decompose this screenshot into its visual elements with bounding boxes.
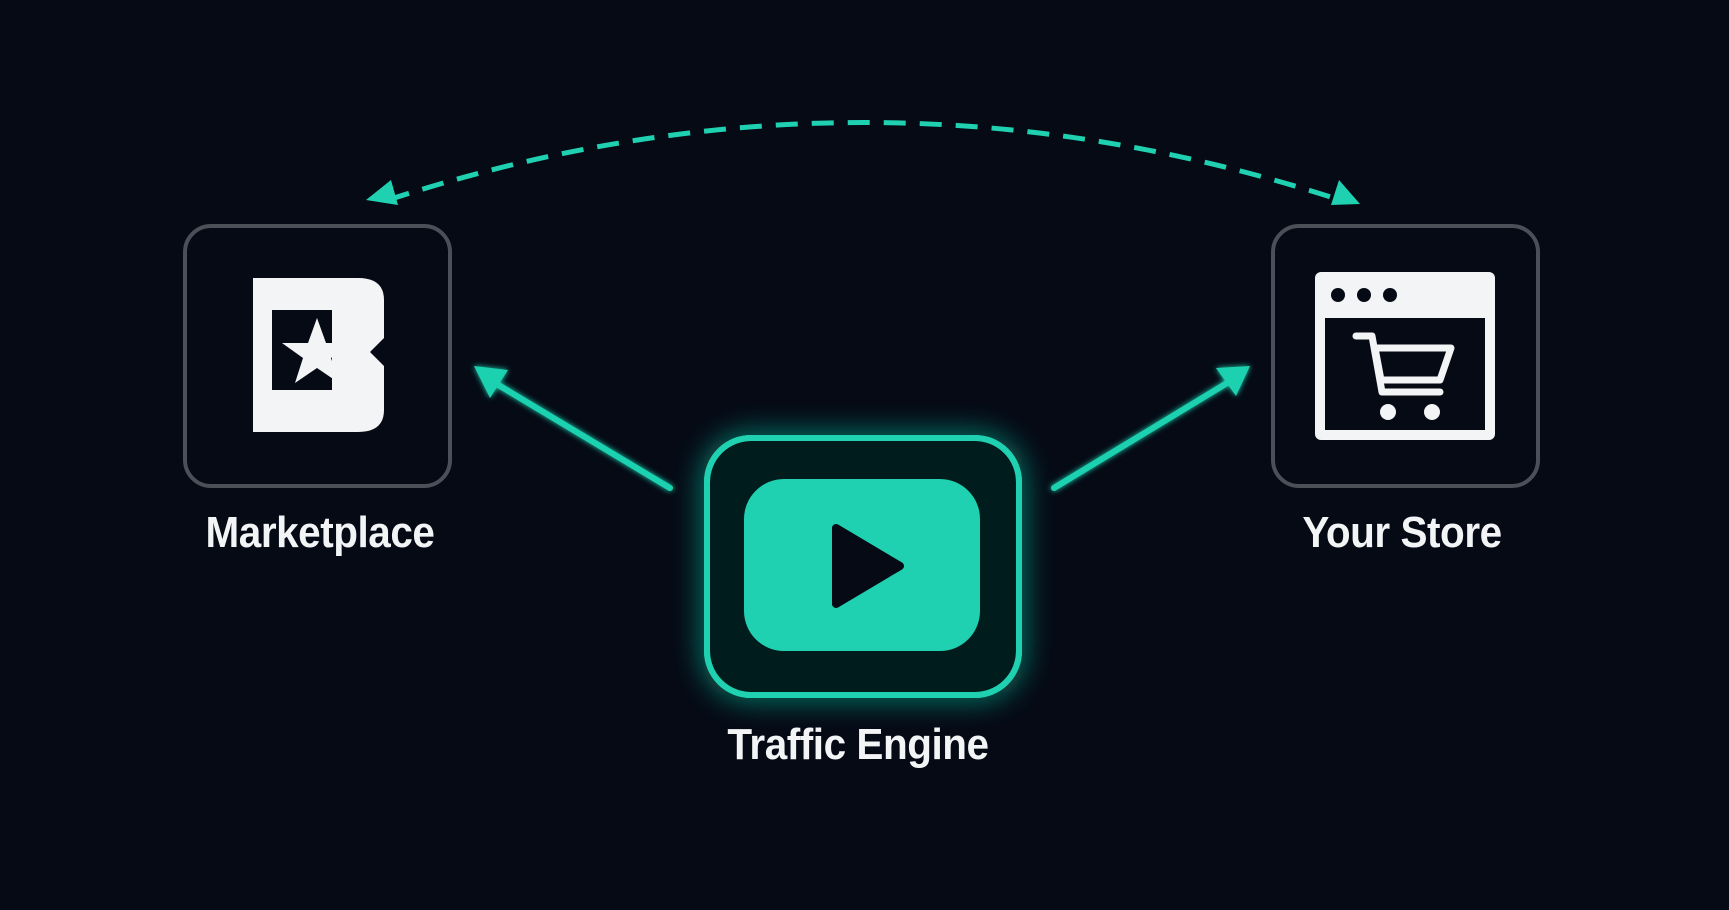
arc-arrowhead-right <box>1331 180 1360 205</box>
play-button-icon <box>744 479 980 651</box>
marketplace-label: Marketplace <box>205 508 435 557</box>
arrow-to-store <box>1051 366 1250 491</box>
star-icon <box>282 318 352 383</box>
traffic-engine-node <box>704 435 1022 698</box>
arc-arrowhead-left <box>366 180 398 205</box>
bidirectional-dashed-arc <box>366 120 1360 205</box>
shopping-cart-icon <box>1352 332 1455 420</box>
marketplace-node <box>183 224 452 488</box>
store-label: Your Store <box>1302 508 1502 557</box>
browser-cart-icon <box>1315 272 1495 440</box>
store-node <box>1271 224 1540 488</box>
arrow-to-marketplace <box>474 366 673 491</box>
bookstar-b-logo-icon <box>253 278 384 432</box>
traffic-engine-label: Traffic Engine <box>727 720 989 769</box>
